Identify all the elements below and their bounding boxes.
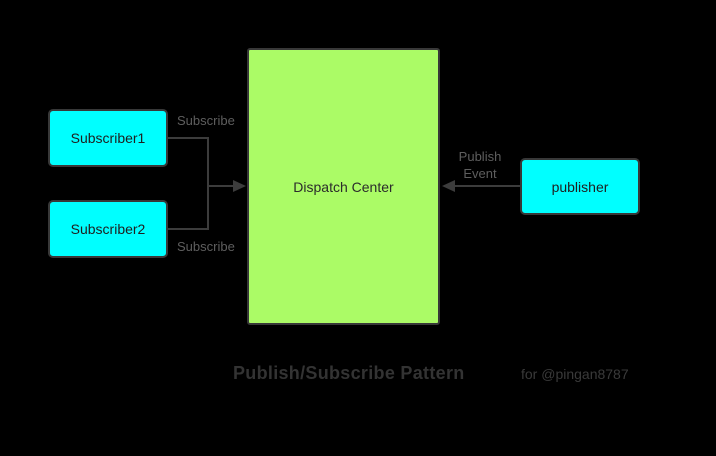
edge-label-publish-event-line1: Publish [458, 149, 502, 164]
node-subscriber2-label: Subscriber2 [70, 221, 146, 237]
node-subscriber1-label: Subscriber1 [70, 130, 146, 146]
node-dispatch-center-label: Dispatch Center [293, 178, 394, 195]
node-subscriber1: Subscriber1 [48, 109, 168, 167]
edge-label-subscribe-bottom: Subscribe [177, 239, 235, 254]
node-dispatch-center: Dispatch Center [247, 48, 440, 325]
diagram-credit: for @pingan8787 [521, 366, 629, 382]
node-publisher-label: publisher [551, 178, 609, 195]
node-subscriber2: Subscriber2 [48, 200, 168, 258]
edge-label-subscribe-top: Subscribe [177, 113, 235, 128]
edge-label-publish-event-line2: Event [463, 166, 497, 181]
subscribe-arrowhead-icon [233, 180, 246, 192]
diagram-title: Publish/Subscribe Pattern [233, 363, 465, 383]
edge-label-publish-event: Publish Event [445, 148, 515, 182]
node-publisher: publisher [520, 158, 640, 215]
publish-arrowhead-icon [442, 180, 455, 192]
